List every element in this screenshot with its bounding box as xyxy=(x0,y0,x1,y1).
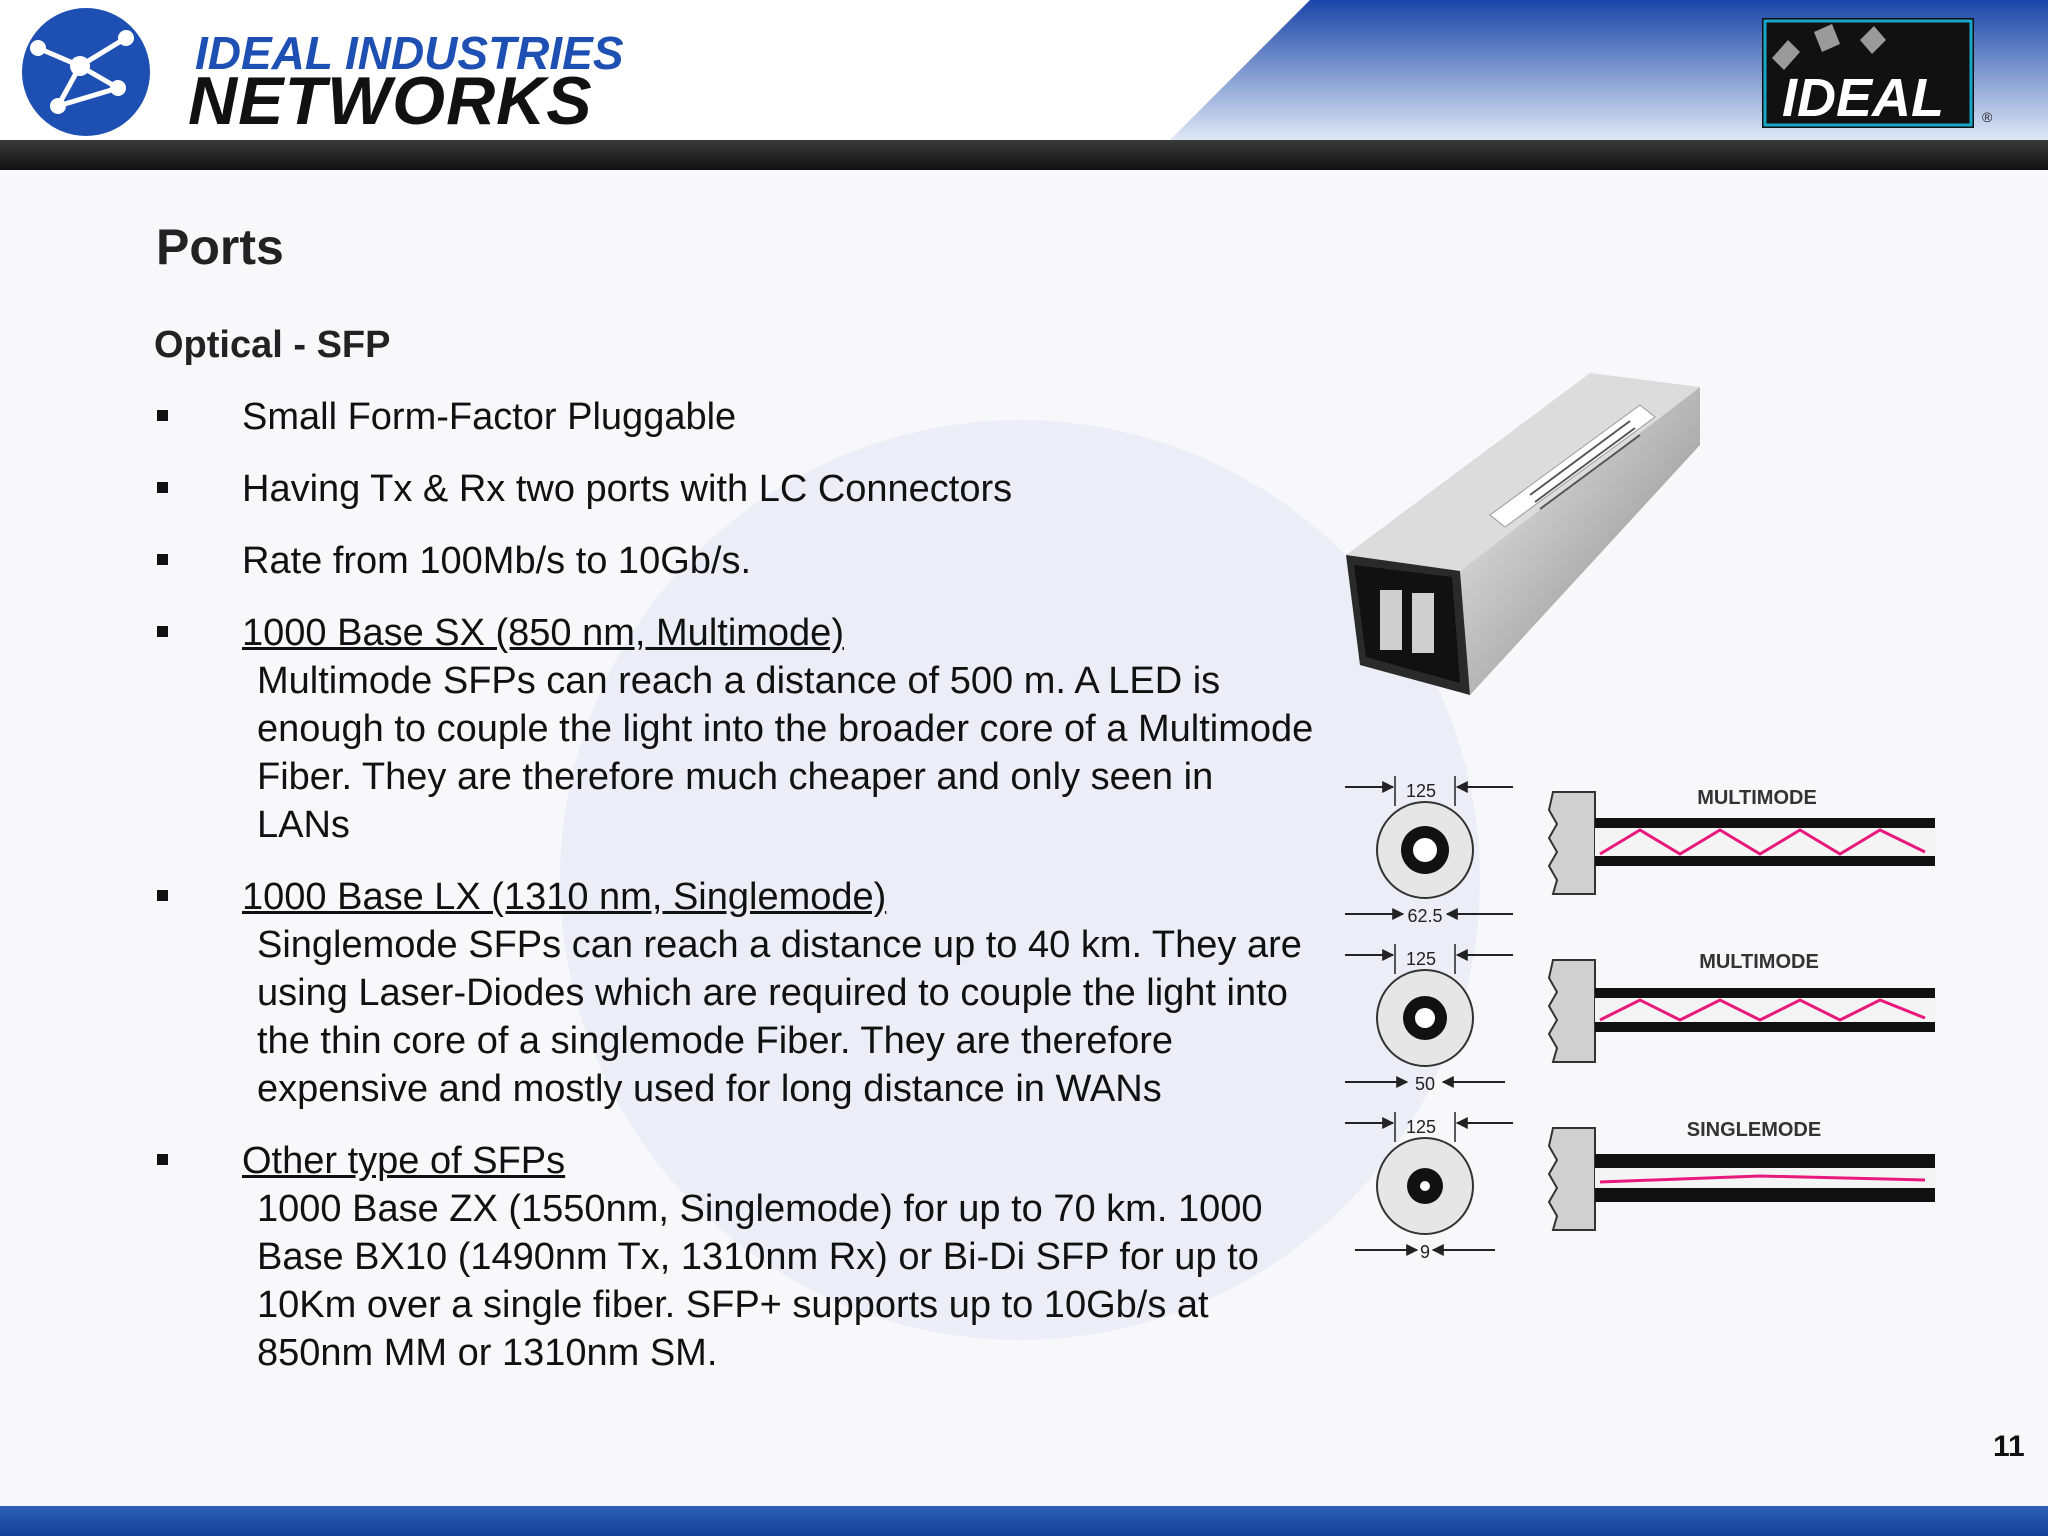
cladding-dimension-label: 125 xyxy=(1406,1117,1436,1137)
bullet-heading: Having Tx & Rx two ports with LC Connect… xyxy=(242,468,1013,510)
page-number: 11 xyxy=(1993,1430,2025,1463)
ideal-logo-text: IDEAL xyxy=(1782,68,1944,128)
slide-title: Ports xyxy=(156,219,284,275)
square-bullet-icon xyxy=(157,890,168,901)
fiber-row-multimode-50: 125 50 MULTIMODE xyxy=(1345,944,1935,1094)
mode-label: MULTIMODE xyxy=(1697,787,1817,809)
cladding-dimension-label: 125 xyxy=(1406,781,1436,801)
bullet-description: Singlemode SFPs can reach a distance up … xyxy=(257,924,1302,1110)
bullet-item: Small Form-Factor Pluggable xyxy=(154,393,1314,441)
bullet-heading: Rate from 100Mb/s to 10Gb/s. xyxy=(242,540,752,582)
brand-name-bottom: NETWORKS xyxy=(188,63,593,139)
bullet-item: 1000 Base SX (850 nm, Multimode) Multimo… xyxy=(154,609,1314,849)
bullet-list: Small Form-Factor Pluggable Having Tx & … xyxy=(154,393,1314,1401)
fiber-row-singlemode-9: 125 9 SINGLEMODE xyxy=(1345,1112,1935,1262)
slide-subtitle: Optical - SFP xyxy=(154,324,391,366)
fiber-row-multimode-62-5: 125 62.5 MULTIMODE xyxy=(1345,776,1935,926)
square-bullet-icon xyxy=(157,554,168,565)
fiber-mode-diagram: 125 62.5 MULTIMODE 125 xyxy=(1345,776,1935,1262)
brand-name-top: IDEAL INDUSTRIES xyxy=(195,27,624,79)
bullet-description: 1000 Base ZX (1550nm, Singlemode) for up… xyxy=(257,1188,1263,1374)
bullet-heading: Other type of SFPs xyxy=(242,1140,566,1182)
bullet-description: Multimode SFPs can reach a distance of 5… xyxy=(257,660,1314,846)
bullet-heading: 1000 Base SX (850 nm, Multimode) xyxy=(242,612,844,654)
square-bullet-icon xyxy=(157,1154,168,1165)
header-dark-bar xyxy=(0,140,2048,170)
square-bullet-icon xyxy=(157,410,168,421)
mode-label: MULTIMODE xyxy=(1699,951,1819,973)
core-dimension-label: 50 xyxy=(1415,1074,1435,1094)
network-globe-logo-icon xyxy=(22,8,150,136)
cladding-dimension-label: 125 xyxy=(1406,949,1436,969)
registered-mark: ® xyxy=(1982,109,1993,125)
bullet-heading: 1000 Base LX (1310 nm, Singlemode) xyxy=(242,876,887,918)
footer-blue-bar xyxy=(0,1506,2048,1536)
core-dimension-label: 9 xyxy=(1420,1242,1430,1262)
network-watermark xyxy=(560,420,1480,1340)
header: IDEAL INDUSTRIES NETWORKS IDEAL ® xyxy=(0,0,2048,140)
mode-label: SINGLEMODE xyxy=(1687,1119,1821,1141)
ideal-logo-icon: IDEAL ® xyxy=(1762,18,1993,128)
bullet-heading: Small Form-Factor Pluggable xyxy=(242,396,737,438)
square-bullet-icon xyxy=(157,626,168,637)
bullet-item: 1000 Base LX (1310 nm, Singlemode) Singl… xyxy=(154,873,1314,1113)
sfp-module-image xyxy=(1346,373,1700,695)
bullet-item: Having Tx & Rx two ports with LC Connect… xyxy=(154,465,1314,513)
core-dimension-label: 62.5 xyxy=(1407,906,1442,926)
square-bullet-icon xyxy=(157,482,168,493)
bullet-item: Other type of SFPs 1000 Base ZX (1550nm,… xyxy=(154,1137,1314,1377)
bullet-item: Rate from 100Mb/s to 10Gb/s. xyxy=(154,537,1314,585)
